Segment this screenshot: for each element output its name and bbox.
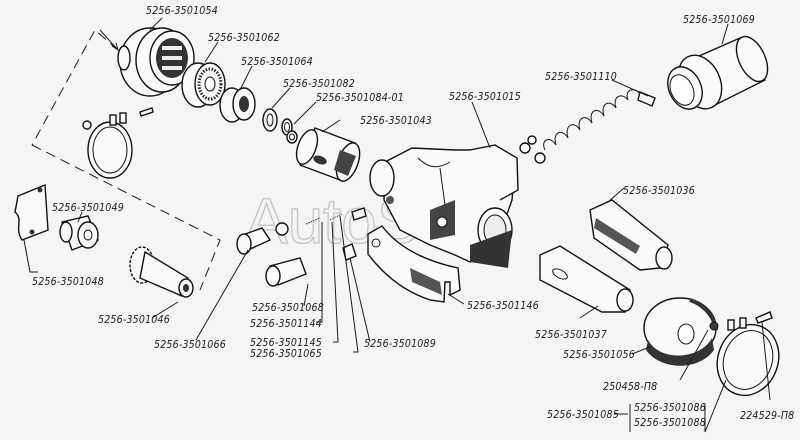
part-labels: 5256-3501054 5256-3501062 5256-3501064 5… <box>32 5 794 429</box>
label-5256-3501036: 5256-3501036 <box>623 185 695 197</box>
label-5256-3501066: 5256-3501066 <box>154 339 226 351</box>
label-5256-3501068: 5256-3501068 <box>252 302 324 314</box>
label-5256-3501110: 5256-3501110 <box>545 71 617 83</box>
label-5256-3501049: 5256-3501049 <box>52 202 124 214</box>
label-5256-3501043: 5256-3501043 <box>360 115 432 127</box>
label-5256-3501144: 5256-3501144 <box>250 318 322 330</box>
part-bracket-1146 <box>367 225 461 303</box>
part-plug-1066 <box>236 222 289 255</box>
label-5256-3501088: 5256-3501088 <box>634 417 706 429</box>
part-plug-1068 <box>265 257 307 287</box>
label-5256-3501064: 5256-3501064 <box>241 56 313 68</box>
part-ring-1064 <box>219 87 256 123</box>
label-5256-3501054: 5256-3501054 <box>146 5 218 17</box>
label-5256-3501146: 5256-3501146 <box>467 300 539 312</box>
label-5256-3501082: 5256-3501082 <box>283 78 355 90</box>
part-coupling-1049 <box>59 215 99 251</box>
label-5256-3501056: 5256-3501056 <box>563 349 635 361</box>
part-orings-1084 <box>281 118 298 144</box>
part-piston-1036 <box>589 199 673 271</box>
label-5256-3501037: 5256-3501037 <box>535 329 607 341</box>
label-5256-3501145: 5256-3501145 <box>250 337 322 349</box>
label-5256-3501086: 5256-3501086 <box>634 402 706 414</box>
part-gear-shaft-1046 <box>129 246 194 298</box>
label-5256-3501062: 5256-3501062 <box>208 32 280 44</box>
label-5256-3501085: 5256-3501085 <box>547 409 619 421</box>
part-washer-1082 <box>262 108 278 132</box>
part-fitting-1069 <box>667 35 769 110</box>
label-5256-3501048: 5256-3501048 <box>32 276 104 288</box>
label-5256-3501065: 5256-3501065 <box>250 348 322 360</box>
leader-lines <box>23 17 771 433</box>
label-5256-3501089: 5256-3501089 <box>364 338 436 350</box>
label-5256-3501015: 5256-3501015 <box>449 91 521 103</box>
assembly-dashed-line <box>31 29 221 291</box>
part-hose-clamp-lower <box>716 311 780 397</box>
label-5256-3501046: 5256-3501046 <box>98 314 170 326</box>
part-bracket-1048 <box>14 183 49 241</box>
label-5256-3501069: 5256-3501069 <box>683 14 755 26</box>
label-5256-3501084-01: 5256-3501084-01 <box>316 92 404 104</box>
part-boot-1054 <box>117 27 195 97</box>
label-224529-P8: 224529-П8 <box>740 410 794 422</box>
part-spring-1110 <box>519 89 656 164</box>
part-hose-clamp-upper <box>82 107 154 179</box>
label-250458-P8: 250458-П8 <box>603 381 657 393</box>
part-bearing-1062 <box>181 62 226 108</box>
part-sleeve-1043 <box>295 127 361 182</box>
part-piston-1037 <box>539 245 634 313</box>
part-valve-body-1015 <box>369 144 519 268</box>
part-boot-1056 <box>643 297 719 366</box>
